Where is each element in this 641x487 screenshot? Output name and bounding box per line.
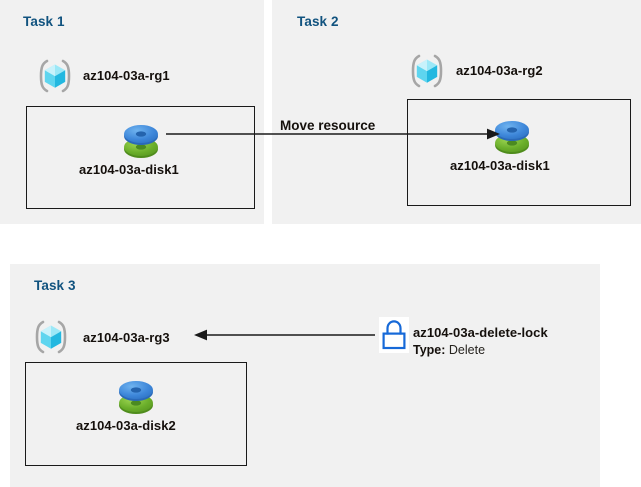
panel-task-1-title: Task 1 [23, 14, 65, 29]
resource-group-icon [32, 318, 70, 356]
lock-arrow [193, 327, 375, 343]
managed-disk-icon [114, 372, 158, 420]
resource-group-name-task-2: az104-03a-rg2 [456, 63, 543, 78]
panel-task-3 [10, 264, 600, 487]
panel-task-3-title: Task 3 [34, 278, 76, 293]
resource-name-task-2: az104-03a-disk1 [450, 158, 550, 173]
padlock-icon [379, 317, 409, 353]
lock-type: Type: Delete [413, 343, 485, 357]
managed-disk-icon [119, 116, 163, 164]
panel-task-2 [272, 0, 641, 224]
resource-group-icon [36, 57, 74, 95]
resource-group-box-task-3 [25, 362, 247, 466]
resource-group-box-task-1 [26, 106, 255, 209]
resource-group-name-task-3: az104-03a-rg3 [83, 330, 170, 345]
panel-task-1 [0, 0, 264, 224]
lock-type-label: Type: [413, 343, 446, 357]
lock-name: az104-03a-delete-lock [413, 325, 548, 340]
panel-task-2-title: Task 2 [297, 14, 339, 29]
move-resource-label: Move resource [280, 118, 376, 133]
move-resource-arrow [166, 126, 510, 142]
resource-name-task-3: az104-03a-disk2 [76, 418, 176, 433]
resource-group-icon [408, 52, 446, 90]
managed-disk-icon [490, 112, 534, 160]
resource-group-name-task-1: az104-03a-rg1 [83, 68, 170, 83]
resource-group-box-task-2 [407, 99, 631, 206]
resource-name-task-1: az104-03a-disk1 [79, 162, 179, 177]
lock-type-value: Delete [448, 343, 486, 357]
